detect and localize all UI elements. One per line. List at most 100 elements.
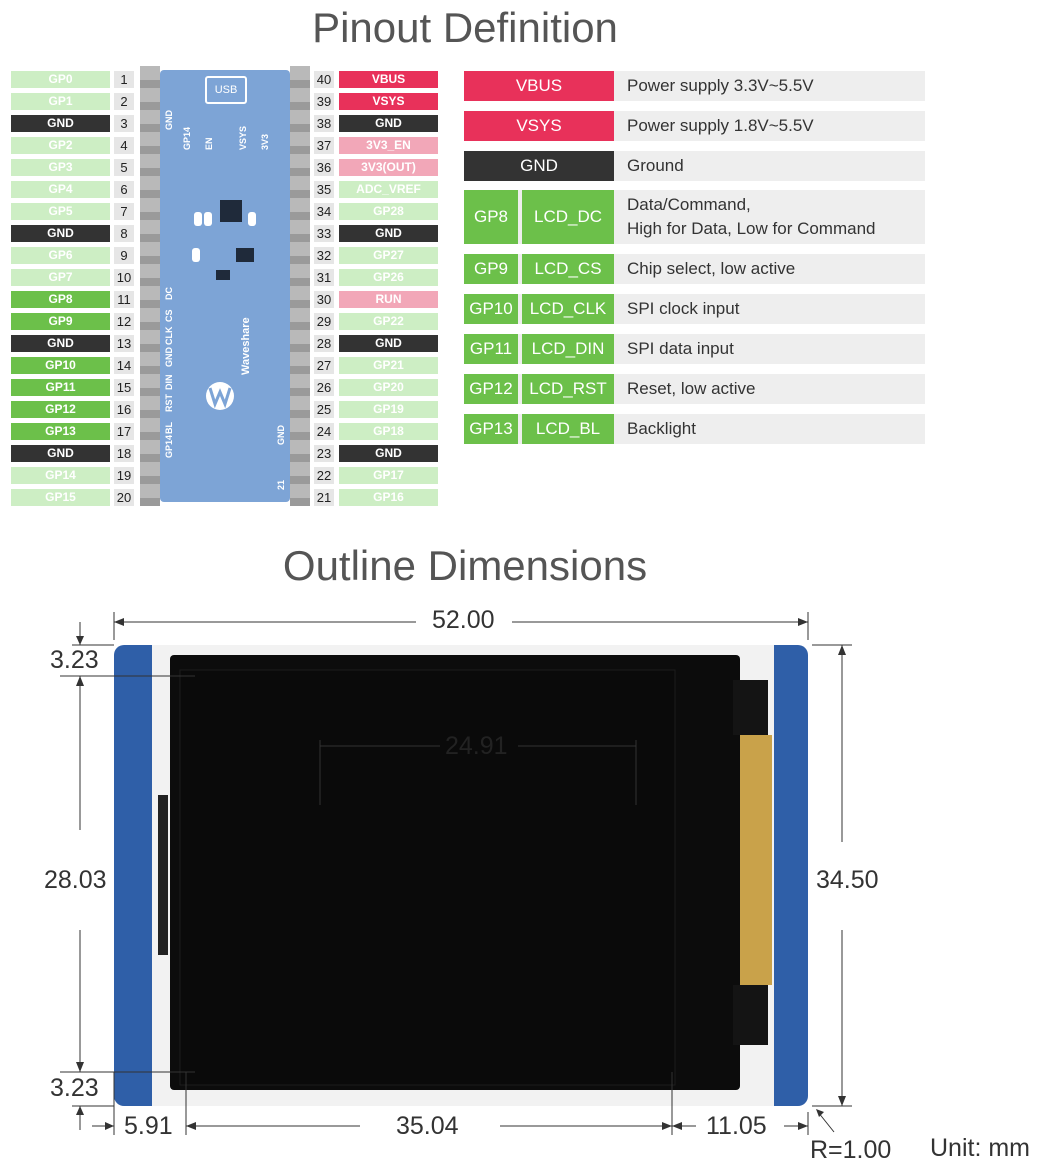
legend-description: Backlight (627, 419, 696, 438)
dim-screen-width: 35.04 (396, 1112, 459, 1140)
pin-number: 18 (114, 445, 134, 462)
pin-number: 27 (314, 357, 334, 374)
dim-screen-inner-width: 24.91 (445, 732, 508, 760)
usb-connector: USB (205, 76, 247, 104)
legend-description: Power supply 1.8V~5.5V (627, 116, 814, 135)
fpc-cable (740, 735, 772, 985)
legend-row: VSYS Power supply 1.8V~5.5V (464, 111, 925, 141)
pin-number: 34 (314, 203, 334, 220)
right-header-pins (290, 66, 310, 506)
pin-label: GP15 (11, 489, 110, 506)
pin-number: 6 (114, 181, 134, 198)
dim-height-total: 34.50 (816, 866, 879, 894)
pin-number: 40 (314, 71, 334, 88)
legend-gpio: GP10 (464, 294, 518, 324)
legend-description: SPI data input (627, 339, 734, 358)
pin-label: GP28 (339, 203, 438, 220)
legend-gpio: GP13 (464, 414, 518, 444)
legend-gpio: GP11 (464, 334, 518, 364)
dim-width-total: 52.00 (432, 606, 495, 634)
pin-label: GND (339, 115, 438, 132)
pin-label: GP14 (11, 467, 110, 484)
pin-label: GP6 (11, 247, 110, 264)
pin-number: 7 (114, 203, 134, 220)
pin-number: 19 (114, 467, 134, 484)
pin-number: 5 (114, 159, 134, 176)
pin-number: 21 (314, 489, 334, 506)
pin-label: GP4 (11, 181, 110, 198)
pin-number: 35 (314, 181, 334, 198)
legend-description: Data/Command, High for Data, Low for Com… (627, 195, 876, 238)
dim-corner-radius: R=1.00 (810, 1136, 892, 1164)
pin-label: GP19 (339, 401, 438, 418)
legend-gpio: GP8 (464, 190, 518, 244)
legend-lcd-signal: LCD_DIN (522, 334, 614, 364)
pin-label: GP0 (11, 71, 110, 88)
pin-label: GP12 (11, 401, 110, 418)
dim-top-margin: 3.23 (50, 646, 99, 674)
pin-label: VSYS (339, 93, 438, 110)
legend-pin-name: VBUS (464, 71, 614, 101)
pin-label: GND (339, 225, 438, 242)
pin-number: 37 (314, 137, 334, 154)
pin-label: GP20 (339, 379, 438, 396)
legend-pin-name: VSYS (464, 111, 614, 141)
pin-label: 3V3_EN (339, 137, 438, 154)
pin-label: GP5 (11, 203, 110, 220)
pin-number: 38 (314, 115, 334, 132)
left-header-pins (140, 66, 160, 506)
pin-number: 2 (114, 93, 134, 110)
pin-label: GP18 (339, 423, 438, 440)
pin-number: 29 (314, 313, 334, 330)
legend-gpio: GP9 (464, 254, 518, 284)
legend-lcd-signal: LCD_DC (522, 190, 614, 244)
pin-label: GP13 (11, 423, 110, 440)
pin-number: 32 (314, 247, 334, 264)
fpc-connector-bottom (733, 985, 768, 1045)
dim-left-margin: 5.91 (124, 1112, 173, 1140)
pin-number: 4 (114, 137, 134, 154)
legend-lcd-signal: LCD_BL (522, 414, 614, 444)
pin-number: 28 (314, 335, 334, 352)
pin-label: GND (11, 115, 110, 132)
pin-label: GND (11, 335, 110, 352)
pin-label: GND (339, 335, 438, 352)
legend-description: SPI clock input (627, 299, 740, 318)
unit-label: Unit: mm (930, 1134, 1030, 1162)
pico-lcd-board: Waveshare (160, 70, 290, 502)
dim-bottom-margin: 3.23 (50, 1074, 99, 1102)
pin-number: 15 (114, 379, 134, 396)
legend-gpio: GP12 (464, 374, 518, 404)
pin-label: 3V3(OUT) (339, 159, 438, 176)
pin-label: GP16 (339, 489, 438, 506)
pin-number: 30 (314, 291, 334, 308)
board-components (192, 200, 256, 410)
pin-label: GP2 (11, 137, 110, 154)
dim-screen-height: 28.03 (44, 866, 107, 894)
pin-label: GP11 (11, 379, 110, 396)
pin-label: GP26 (339, 269, 438, 286)
pin-label: RUN (339, 291, 438, 308)
pin-number: 13 (114, 335, 134, 352)
legend-description: Ground (627, 156, 684, 175)
pin-label: GP27 (339, 247, 438, 264)
outline-title: Outline Dimensions (282, 542, 648, 589)
pin-number: 12 (114, 313, 134, 330)
pin-label: GND (339, 445, 438, 462)
pin-label: GND (11, 445, 110, 462)
pin-number: 36 (314, 159, 334, 176)
pin-number: 1 (114, 71, 134, 88)
pin-number: 14 (114, 357, 134, 374)
pin-number: 24 (314, 423, 334, 440)
pin-label: ADC_VREF (339, 181, 438, 198)
pin-label: GND (11, 225, 110, 242)
legend-lcd-signal: LCD_CS (522, 254, 614, 284)
pin-label: GP1 (11, 93, 110, 110)
legend-lcd-signal: LCD_CLK (522, 294, 614, 324)
fpc-connector-top (733, 680, 768, 735)
